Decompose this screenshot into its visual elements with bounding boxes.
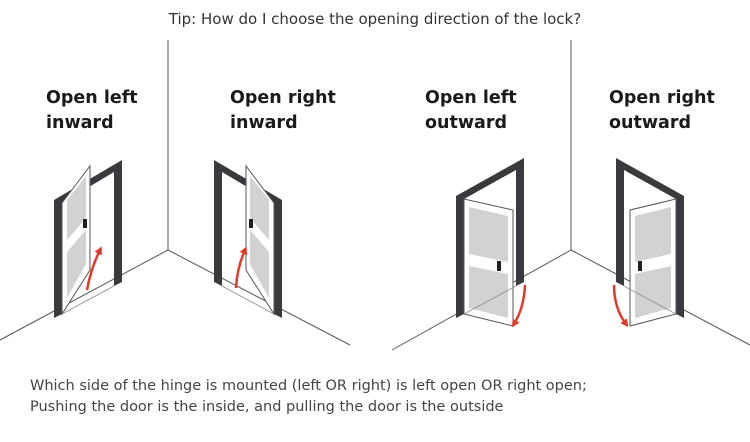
label-open-left-outward: Open left outward [425, 86, 517, 136]
door-panel-left-inward [61, 164, 115, 316]
door-handle-icon [83, 219, 87, 228]
direction-arrow-icon [234, 246, 248, 289]
room-corner-inward [0, 40, 351, 346]
label-line-1: Open left [425, 88, 517, 108]
label-open-right-inward: Open right inward [230, 86, 336, 136]
door-handle-icon [497, 261, 501, 271]
label-line-2: inward [46, 113, 114, 133]
footer-explanation: Which side of the hinge is mounted (left… [30, 376, 587, 418]
label-open-right-outward: Open right outward [609, 86, 715, 136]
direction-arrow-icon [85, 246, 102, 291]
door-frame-right-inward [214, 160, 282, 318]
footer-line-2: Pushing the door is the inside, and pull… [30, 399, 504, 415]
direction-arrow-icon [612, 284, 629, 328]
door-handle-icon [638, 261, 642, 271]
tip-heading: Tip: How do I choose the opening directi… [168, 10, 582, 28]
label-open-left-inward: Open left inward [46, 86, 138, 136]
door-panel-right-outward [623, 198, 677, 327]
footer-line-1: Which side of the hinge is mounted (left… [30, 378, 587, 394]
direction-arrow-icon [511, 284, 527, 328]
door-frame-left-inward [54, 160, 122, 318]
door-panel-right-inward [221, 164, 275, 316]
label-line-1: Open right [609, 88, 715, 108]
door-handle-icon [249, 219, 253, 228]
room-corner-outward [391, 40, 750, 351]
door-frame-left-outward [456, 158, 524, 318]
door-panel-left-outward [463, 198, 517, 327]
door-frame-right-outward [616, 158, 684, 318]
label-line-1: Open left [46, 88, 138, 108]
label-line-2: outward [609, 113, 691, 133]
label-line-2: inward [230, 113, 298, 133]
label-line-1: Open right [230, 88, 336, 108]
label-line-2: outward [425, 113, 507, 133]
